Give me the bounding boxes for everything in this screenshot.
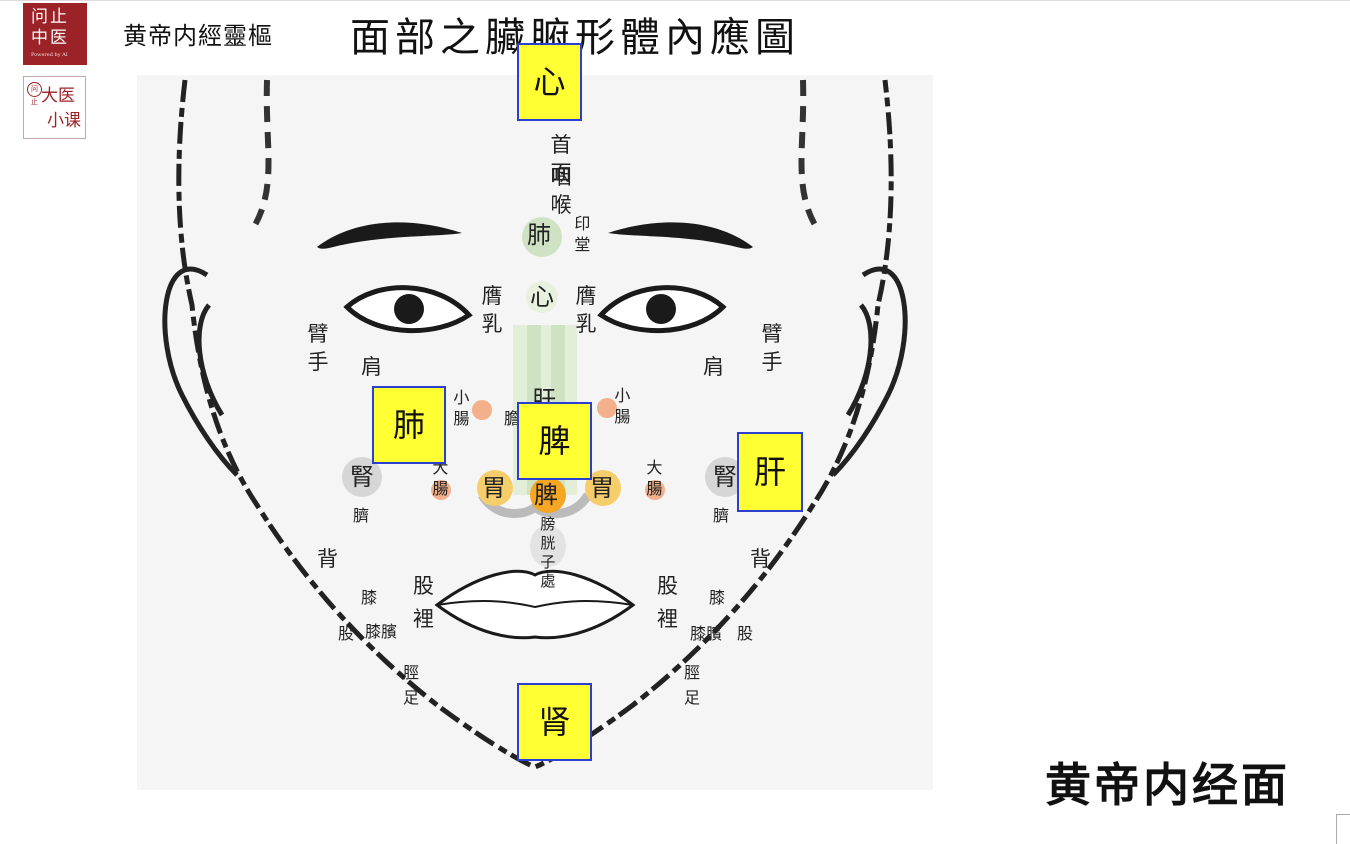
label-arm-hand-left: 臂手 [307, 322, 329, 374]
label-breast-left: 膺乳 [481, 284, 503, 336]
label-shin-left: 脛 [403, 663, 420, 682]
label-shoulder-left: 肩 [361, 355, 382, 379]
course-logo[interactable]: 问止 大医 小课 [23, 76, 86, 139]
label-inner-thigh-left: 裡 [413, 607, 434, 631]
highlight-heart[interactable]: 心 [517, 43, 582, 121]
label-knee-left: 膝 [361, 588, 378, 607]
label-navel-left: 臍 [353, 506, 370, 525]
caption-text: 黄帝内经面 [1045, 758, 1290, 812]
course-logo-seal: 问止 [27, 82, 42, 106]
label-shoulder-right: 肩 [703, 355, 724, 379]
label-kidney-right: 腎 [713, 463, 737, 491]
highlight-spleen[interactable]: 脾 [517, 402, 592, 480]
label-inner-thigh-right: 裡 [657, 607, 678, 631]
brand-logo-tagline: Powered by AI [31, 52, 68, 58]
label-back-left: 背 [317, 547, 338, 571]
label-lung-center: 肺 [527, 221, 551, 249]
brand-logo[interactable]: 问止 中医 Powered by AI [23, 3, 87, 65]
large-intestine-left-dot [431, 480, 451, 500]
label-navel-right: 臍 [713, 506, 730, 525]
label-knee-right: 膝 [709, 588, 726, 607]
label-back-right: 背 [750, 547, 771, 571]
label-stomach-left: 胃 [482, 474, 506, 502]
label-stomach-right: 胃 [590, 474, 614, 502]
course-logo-line2: 小课 [47, 111, 81, 131]
label-thigh-right: 股 [657, 574, 678, 598]
label-breast-right: 膺乳 [575, 284, 597, 336]
highlight-liver[interactable]: 肝 [737, 432, 803, 512]
stomach-left-circle [477, 470, 513, 506]
label-kidney-left: 腎 [350, 463, 374, 491]
heart-center-circle [526, 281, 558, 313]
app-title: 黄帝内經靈樞 [123, 22, 273, 50]
label-thigh-left: 股 [413, 574, 434, 598]
label-kneecap-right: 膝臏 [690, 624, 723, 643]
label-heart-center: 心 [530, 283, 554, 311]
small-intestine-right-dot [597, 398, 617, 418]
label-spleen-center: 脾 [534, 481, 558, 509]
top-border [0, 0, 1350, 1]
brand-logo-line1: 问止 [31, 7, 69, 27]
label-throat: 咽喉 [550, 165, 572, 217]
label-thigh2-left: 股 [338, 624, 355, 643]
highlight-kidney[interactable]: 肾 [517, 683, 592, 761]
highlight-lung[interactable]: 肺 [372, 386, 446, 464]
label-small-intestine-left: 小腸 [453, 388, 470, 428]
label-bladder-uterus: 膀胱子處 [540, 515, 556, 590]
label-small-intestine-right: 小腸 [614, 386, 631, 426]
small-intestine-left-dot [472, 400, 492, 420]
label-arm-hand-right: 臂手 [761, 322, 783, 374]
label-head-face: 首面 [550, 133, 572, 185]
brand-logo-line2: 中医 [31, 28, 69, 48]
label-large-intestine-right: 大腸 [646, 458, 663, 498]
label-thigh2-right: 股 [737, 624, 754, 643]
large-intestine-right-dot [645, 480, 665, 500]
label-shin-right: 脛 [684, 663, 701, 682]
corner-mark [1336, 814, 1350, 844]
lung-center-circle [522, 217, 562, 257]
bladder-circle [530, 525, 566, 567]
course-logo-line1: 大医 [41, 86, 75, 106]
spleen-center-circle [530, 477, 566, 513]
label-yintang: 印堂 [574, 214, 591, 254]
label-gallbladder: 膽 [504, 409, 521, 428]
label-foot-left: 足 [403, 688, 420, 707]
label-foot-right: 足 [684, 688, 701, 707]
label-kneecap-left: 膝臏 [365, 622, 398, 641]
